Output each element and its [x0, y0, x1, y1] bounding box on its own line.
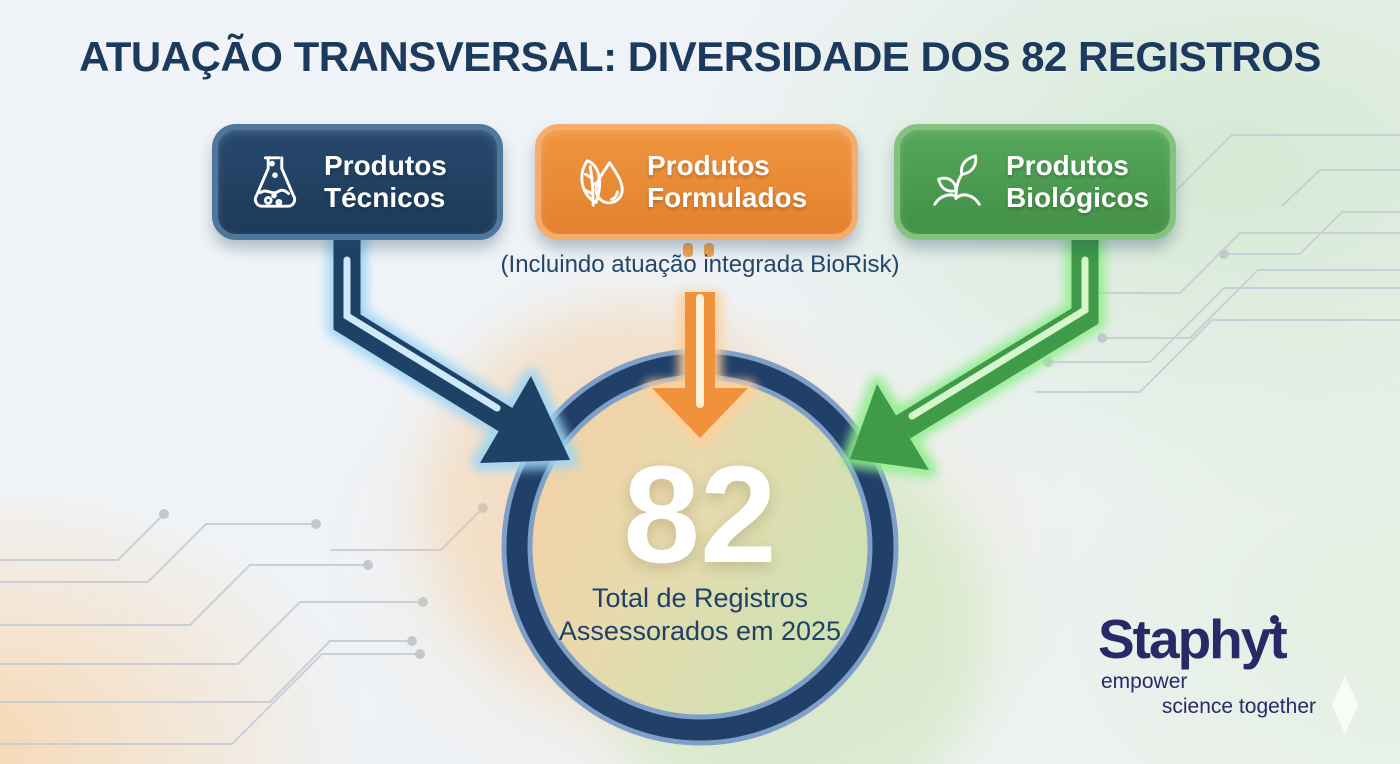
- card-label-line1: Produtos: [647, 149, 770, 181]
- total-circle: [501, 348, 899, 746]
- card-label-line2: Formulados: [647, 182, 808, 213]
- logo-wordmark: Staphyt: [1098, 608, 1288, 670]
- arrow-formulados: [644, 243, 756, 446]
- total-caption: Total de Registros Assessorados em 2025: [520, 582, 880, 649]
- card-produtos-formulados: Produtos Formulados: [535, 124, 858, 240]
- leaf-drop-icon: [567, 151, 629, 213]
- card-label-line2: Biológicos: [1006, 182, 1150, 213]
- logo-tagline-line2: science together: [1161, 695, 1316, 718]
- card-label-line2: Técnicos: [324, 182, 446, 213]
- flask-icon: [244, 151, 306, 213]
- arrow-tecnicos: [327, 236, 578, 471]
- card-label: Produtos Técnicos: [324, 150, 447, 215]
- total-caption-line2: Assessorados em 2025: [558, 616, 842, 647]
- logo-dot: [1270, 615, 1279, 624]
- sparkle-icon: [1332, 676, 1358, 734]
- biorisk-note: (Incluindo atuação integrada BioRisk): [500, 251, 900, 278]
- total-value: 82: [623, 438, 777, 592]
- card-label: Produtos Formulados: [647, 150, 807, 215]
- staphyt-logo: Staphyt empower science together: [1098, 612, 1316, 719]
- card-label-line1: Produtos: [324, 149, 447, 181]
- seedling-icon: [926, 151, 988, 213]
- card-produtos-tecnicos: Produtos Técnicos: [212, 124, 503, 240]
- page-title: ATUAÇÃO TRANSVERSAL: DIVERSIDADE DOS 82 …: [79, 33, 1321, 80]
- card-produtos-biologicos: Produtos Biológicos: [894, 124, 1176, 240]
- card-label: Produtos Biológicos: [1006, 150, 1149, 215]
- total-caption-line1: Total de Registros: [591, 583, 809, 613]
- logo-tagline-line1: empower: [1101, 670, 1188, 693]
- card-label-line1: Produtos: [1006, 149, 1129, 181]
- circuit-traces: [0, 134, 1400, 745]
- arrow-biologicos: [842, 236, 1105, 478]
